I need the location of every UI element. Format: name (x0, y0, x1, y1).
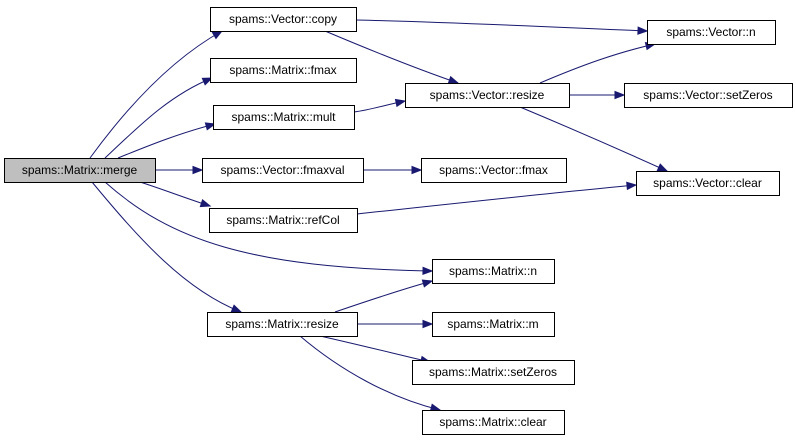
edge-line (89, 30, 223, 159)
edge-vcopy-to-vn (355, 19, 649, 35)
node-label: spams::Matrix::refCol (226, 213, 339, 227)
arrowhead (421, 279, 434, 288)
node-label: spams::Matrix::clear (439, 415, 546, 429)
edge-line (355, 19, 648, 32)
arrowhead (626, 181, 638, 191)
arrowhead (192, 165, 204, 175)
edge-line (356, 184, 637, 215)
node-box (210, 7, 357, 32)
edge-line (334, 280, 433, 313)
node-box (422, 410, 565, 435)
arrowhead (201, 77, 214, 86)
node-label: spams::Vector::clear (653, 176, 762, 190)
node-label: spams::Vector::setZeros (643, 88, 772, 102)
node-vn[interactable]: spams::Vector::n (647, 20, 776, 45)
node-mm[interactable]: spams::Matrix::m (432, 312, 555, 337)
edge-mresize-to-mm (357, 319, 434, 329)
arrowhead (211, 30, 224, 40)
edge-vresize-to-vclear (519, 106, 669, 172)
arrowhead (447, 75, 460, 84)
edge-merge-to-mrefcol (139, 181, 212, 208)
edge-vresize-to-vn (539, 42, 657, 84)
edge-line (539, 43, 656, 84)
edge-line (519, 106, 668, 172)
node-label: spams::Matrix::mult (231, 110, 336, 124)
edge-line (299, 335, 441, 411)
edge-merge-to-mfmax (104, 77, 214, 159)
node-box (405, 83, 570, 108)
arrowhead (199, 199, 212, 208)
node-label: spams::Vector::n (666, 25, 755, 39)
node-label: spams::Matrix::n (449, 264, 537, 278)
node-label: spams::Vector::fmax (439, 163, 548, 177)
node-box (207, 312, 358, 337)
arrowhead (422, 319, 434, 329)
node-box (213, 105, 355, 130)
node-box (636, 171, 780, 196)
edge-merge-to-mn (104, 181, 434, 276)
edge-line (104, 181, 433, 272)
node-label: spams::Matrix::m (447, 317, 538, 331)
node-box (4, 158, 156, 183)
node-mclear[interactable]: spams::Matrix::clear (422, 410, 565, 435)
edge-merge-to-vcopy (89, 30, 224, 159)
edge-line (139, 181, 211, 207)
node-box (432, 312, 555, 337)
edge-vfmaxval-to-vfmax (363, 165, 423, 175)
edge-merge-to-mresize (91, 181, 243, 313)
edge-vresize-to-vsetzeros (569, 90, 626, 100)
node-box (624, 83, 793, 108)
edge-mmult-to-vresize (353, 98, 407, 113)
node-label: spams::Matrix::fmax (229, 63, 336, 77)
node-mresize[interactable]: spams::Matrix::resize (207, 312, 358, 337)
edge-line (319, 335, 431, 363)
node-mn[interactable]: spams::Matrix::n (432, 259, 555, 284)
edge-line (117, 123, 216, 159)
arrowhead (230, 304, 243, 313)
arrowhead (411, 165, 423, 175)
node-label: spams::Vector::copy (229, 12, 337, 26)
node-box (647, 20, 776, 45)
arrowhead (614, 90, 626, 100)
node-mfmax[interactable]: spams::Matrix::fmax (210, 58, 357, 83)
node-label: spams::Vector::fmaxval (220, 163, 344, 177)
edges-layer (89, 19, 669, 412)
node-box (432, 259, 555, 284)
edge-merge-to-vfmaxval (155, 165, 204, 175)
edge-mrefcol-to-vclear (356, 181, 638, 215)
node-mmult[interactable]: spams::Matrix::mult (213, 105, 355, 130)
node-vfmax[interactable]: spams::Vector::fmax (421, 158, 567, 183)
node-vsetzeros[interactable]: spams::Vector::setZeros (624, 83, 793, 108)
node-label: spams::Vector::resize (430, 88, 545, 102)
edge-line (104, 77, 213, 159)
node-label: spams::Matrix::merge (22, 163, 138, 177)
node-vcopy[interactable]: spams::Vector::copy (210, 7, 357, 32)
node-label: spams::Matrix::setZeros (429, 365, 557, 379)
node-mrefcol[interactable]: spams::Matrix::refCol (209, 208, 358, 233)
node-merge[interactable]: spams::Matrix::merge (4, 158, 156, 183)
arrowhead (394, 98, 407, 108)
node-box (210, 58, 357, 83)
node-label: spams::Matrix::resize (225, 317, 339, 331)
edge-line (91, 181, 242, 313)
edge-merge-to-mmult (117, 122, 217, 159)
nodes-layer: spams::Matrix::merge spams::Vector::copys… (4, 7, 793, 435)
node-box (412, 360, 575, 385)
node-box (209, 208, 358, 233)
arrowhead (656, 163, 669, 172)
edge-mresize-to-msetzeros (319, 335, 432, 364)
edge-vcopy-to-vresize (324, 30, 460, 84)
node-vfmaxval[interactable]: spams::Vector::fmaxval (202, 158, 364, 183)
edge-mresize-to-mn (334, 279, 434, 313)
node-vclear[interactable]: spams::Vector::clear (636, 171, 780, 196)
node-vresize[interactable]: spams::Vector::resize (405, 83, 570, 108)
arrowhead (637, 26, 649, 35)
edge-line (324, 30, 459, 84)
node-msetzeros[interactable]: spams::Matrix::setZeros (412, 360, 575, 385)
arrowhead (422, 266, 434, 276)
node-box (202, 158, 364, 183)
arrowhead (204, 122, 217, 131)
node-box (421, 158, 567, 183)
